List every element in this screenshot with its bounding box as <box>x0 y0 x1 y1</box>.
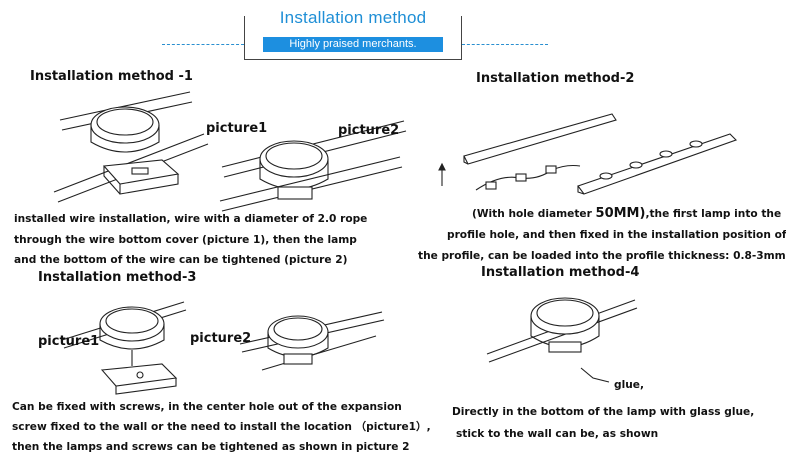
method1-picture1-illustration <box>53 91 209 203</box>
method2-title: Installation method-2 <box>476 71 635 86</box>
method1-desc-line2: through the wire bottom cover (picture 1… <box>14 234 357 246</box>
header-frame <box>244 16 462 60</box>
method2-desc-prefix: (With hole diameter <box>472 208 596 220</box>
header-dashed-rule-left <box>162 44 244 45</box>
header-dashed-rule-right <box>462 44 548 45</box>
method2-desc-line3: the profile, can be loaded into the prof… <box>418 250 786 262</box>
method2-desc-line2: profile hole, and then fixed in the inst… <box>447 229 786 241</box>
method3-desc-line2: screw fixed to the wall or the need to i… <box>12 421 431 433</box>
page-title: Installation method <box>244 8 462 28</box>
method3-desc-line3: then the lamps and screws can be tighten… <box>12 441 410 453</box>
method1-title: Installation method -1 <box>30 69 193 84</box>
method3-title: Installation method-3 <box>38 270 197 285</box>
method2-desc-suffix: ,the first lamp into the <box>645 208 782 220</box>
method3-picture2-illustration <box>239 311 385 371</box>
method1-desc-line3: and the bottom of the wire can be tighte… <box>14 254 348 266</box>
method1-picture2-illustration <box>219 120 407 212</box>
header-badge: Highly praised merchants. <box>263 37 443 52</box>
method1-desc-line1: installed wire installation, wire with a… <box>14 213 368 225</box>
method1-picture1-label: picture1 <box>206 121 268 136</box>
method4-glue-label: glue, <box>614 379 644 391</box>
page-title-text: Installation method <box>269 8 437 27</box>
method4-desc-line2: stick to the wall can be, as shown <box>456 428 659 440</box>
method4-glue-illustration <box>486 297 638 383</box>
method2-desc-line1: (With hole diameter 50MM),the first lamp… <box>472 203 781 225</box>
method2-hole-size: 50MM) <box>595 206 646 221</box>
method1-picture2-label: picture2 <box>338 123 400 138</box>
method3-picture1-illustration <box>61 301 187 395</box>
method4-desc-line1: Directly in the bottom of the lamp with … <box>452 406 755 418</box>
method3-picture1-label: picture1 <box>38 334 100 349</box>
method3-desc-line1: Can be fixed with screws, in the center … <box>12 401 402 413</box>
method2-profile-illustration <box>438 113 738 195</box>
method4-title: Installation method-4 <box>481 265 640 280</box>
method3-picture2-label: picture2 <box>190 331 252 346</box>
